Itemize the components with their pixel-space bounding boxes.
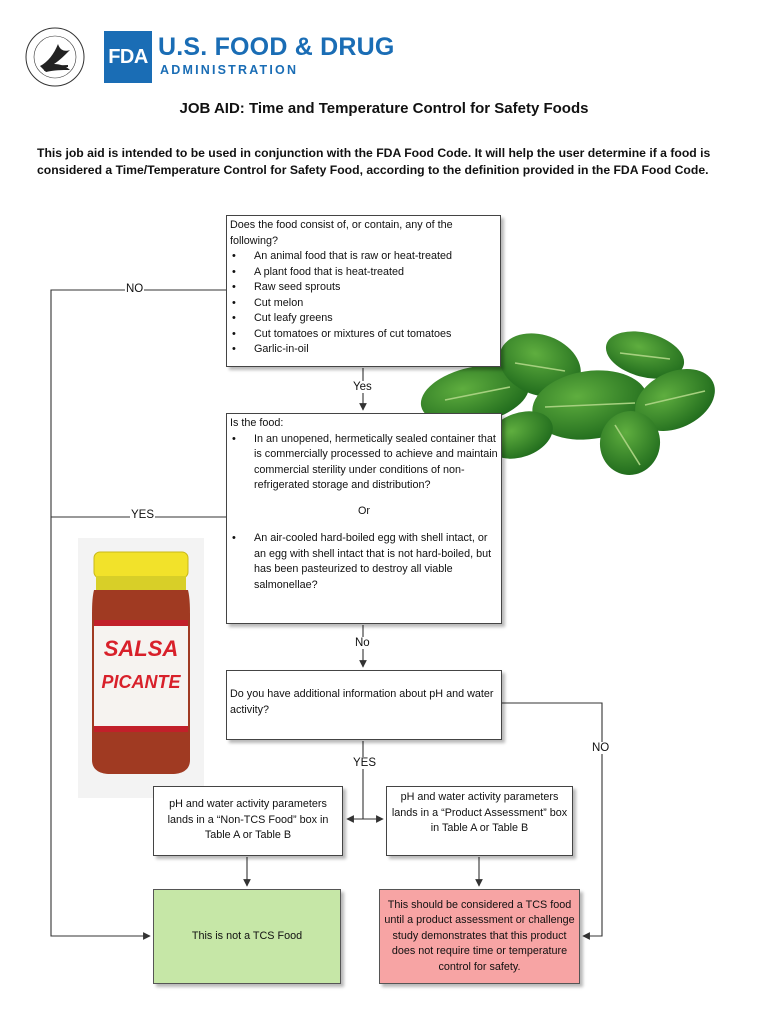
hhs-seal-logo — [25, 27, 85, 87]
question-text: Is the food: — [230, 417, 284, 429]
non-tcs-parameters-box: pH and water activity parameters lands i… — [153, 786, 343, 856]
list-item: A plant food that is heat-treated — [230, 265, 497, 281]
list-item: In an unopened, hermetically sealed cont… — [230, 432, 498, 494]
svg-text:PICANTE: PICANTE — [101, 672, 181, 692]
condition-list: An air-cooled hard-boiled egg with shell… — [230, 531, 498, 593]
label-no-q2: No — [354, 637, 371, 649]
agency-name: U.S. FOOD & DRUG — [158, 33, 395, 61]
salsa-jar-image: SALSA PICANTE — [78, 538, 204, 798]
fda-logo: FDA — [104, 31, 152, 83]
intro-text: This job aid is intended to be used in c… — [37, 146, 711, 177]
svg-text:SALSA: SALSA — [104, 636, 179, 661]
question-text: Does the food consist of, or contain, an… — [230, 219, 453, 247]
condition-list: In an unopened, hermetically sealed cont… — [230, 432, 498, 494]
question-box-ingredients: Does the food consist of, or contain, an… — [226, 215, 501, 367]
list-item: Cut tomatoes or mixtures of cut tomatoes — [230, 327, 497, 343]
list-item: Garlic-in-oil — [230, 342, 497, 358]
page-title: JOB AID: Time and Temperature Control fo… — [179, 100, 589, 117]
or-separator: Or — [358, 504, 370, 517]
label-no-q1: NO — [125, 283, 145, 295]
box-text: pH and water activity parameters lands i… — [391, 791, 568, 834]
result-not-tcs: This is not a TCS Food — [153, 889, 341, 984]
result-text: This should be considered a TCS food unt… — [384, 898, 575, 973]
question-box-container: Is the food: In an unopened, hermeticall… — [226, 413, 502, 624]
label-yes-q3: YES — [352, 757, 378, 769]
label-yes-q2: YES — [130, 509, 156, 521]
list-item: Cut melon — [230, 296, 497, 312]
question-box-ph: Do you have additional information about… — [226, 670, 502, 740]
product-assessment-box: pH and water activity parameters lands i… — [386, 786, 573, 856]
list-item: An air-cooled hard-boiled egg with shell… — [230, 531, 498, 593]
agency-subtitle: ADMINISTRATION — [160, 63, 299, 77]
label-no-q3: NO — [591, 742, 611, 754]
spinach-image — [420, 331, 715, 475]
list-item: Raw seed sprouts — [230, 280, 497, 296]
label-yes-q1: Yes — [352, 381, 373, 393]
box-text: pH and water activity parameters lands i… — [167, 798, 329, 841]
question-text: Do you have additional information about… — [230, 688, 494, 716]
result-tcs: This should be considered a TCS food unt… — [379, 889, 580, 984]
list-item: An animal food that is raw or heat-treat… — [230, 249, 497, 265]
ingredient-list: An animal food that is raw or heat-treat… — [230, 249, 497, 358]
result-text: This is not a TCS Food — [191, 929, 303, 942]
list-item: Cut leafy greens — [230, 311, 497, 327]
